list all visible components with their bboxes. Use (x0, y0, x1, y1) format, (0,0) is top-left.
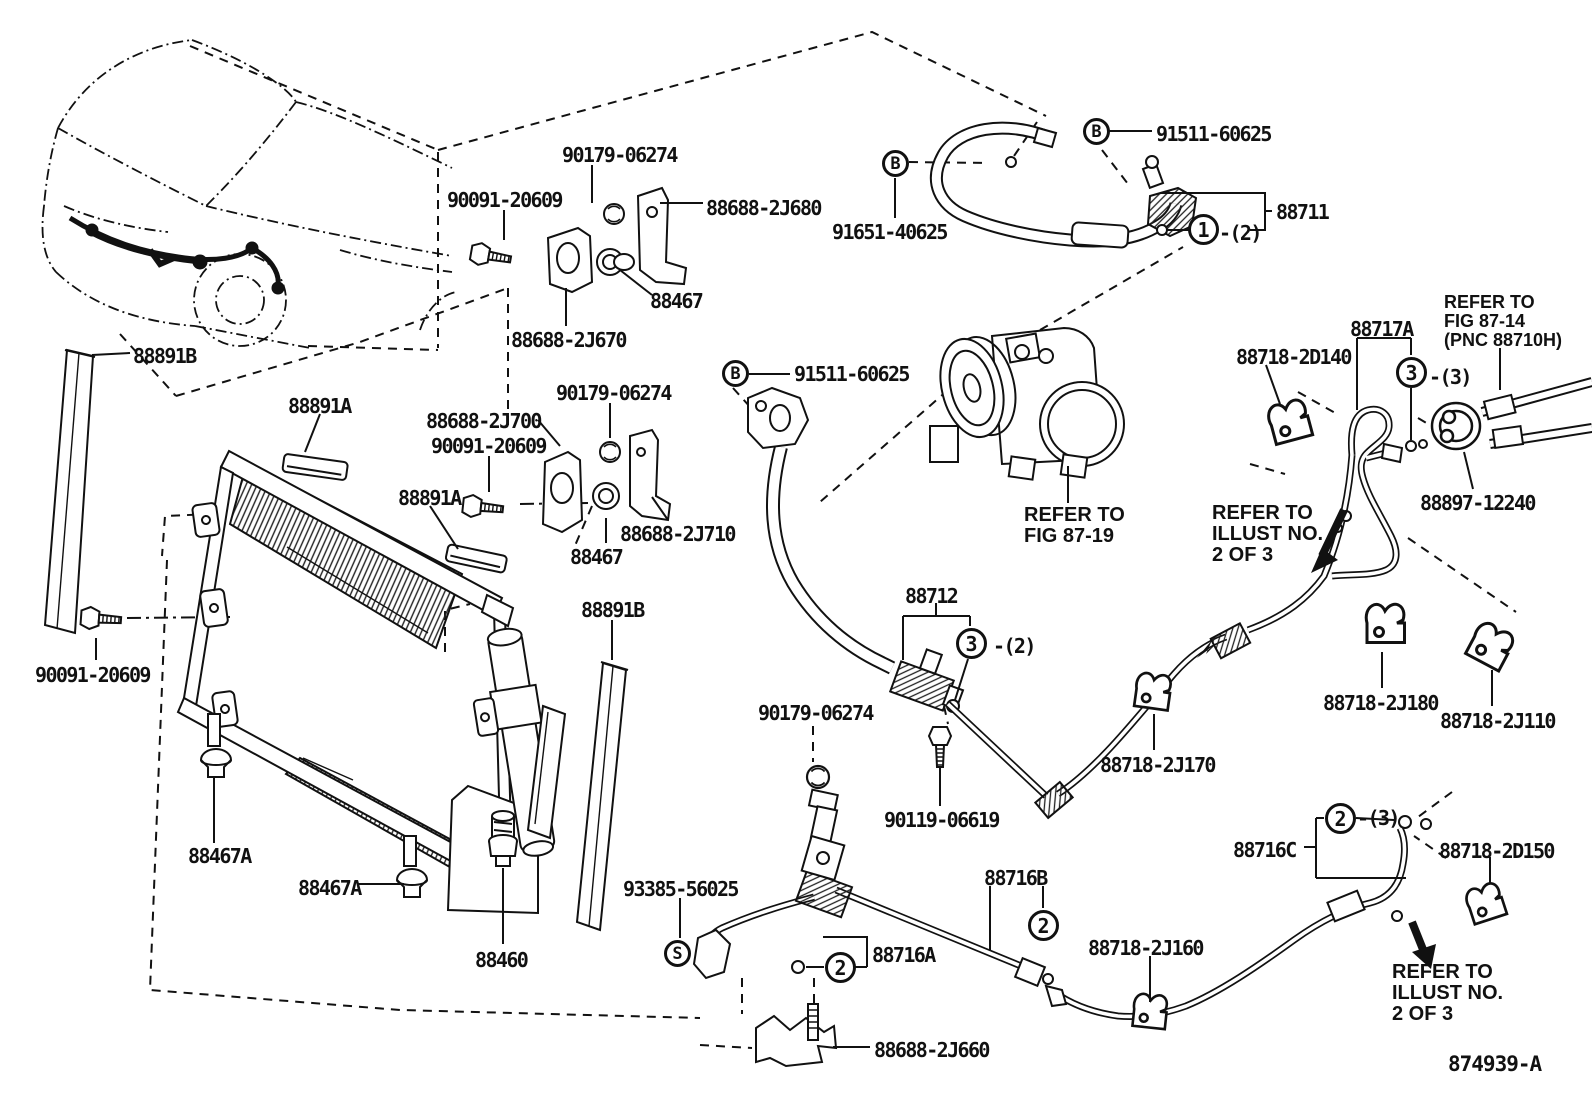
continuation-arrow-icon (1197, 640, 1216, 658)
qty-label-88716c: -(3) (1357, 806, 1400, 830)
liquid-pipes (692, 815, 1432, 1020)
part-label-88467-mid: 88467 (570, 545, 624, 569)
fastener-cluster-mid (460, 428, 672, 534)
part-label-2j710: 88688-2J710 (620, 522, 736, 546)
valve-88712 (888, 648, 965, 713)
callout-1: 1 (1188, 214, 1219, 245)
part-label-88460: 88460 (475, 948, 529, 972)
part-label-88716b: 88716B (984, 866, 1048, 890)
part-label-2j670: 88688-2J670 (511, 328, 627, 352)
part-label-90179-mid: 90179-06274 (556, 381, 672, 405)
clamp-2d140-icon (1264, 396, 1315, 447)
clamp-2j170-icon (1132, 670, 1174, 712)
part-label-88716a: 88716A (872, 943, 936, 967)
qty-label-88712: -(2) (993, 634, 1036, 658)
bolt-90119-icon (928, 726, 952, 768)
bolt-left-icon (79, 605, 123, 633)
part-label-88717a: 88717A (1350, 317, 1414, 341)
part-label-90091-top: 90091-20609 (447, 188, 563, 212)
callout-2-right: 2 (1325, 803, 1356, 834)
part-label-90091-left: 90091-20609 (35, 663, 151, 687)
part-label-2j680: 88688-2J680 (706, 196, 822, 220)
callout-b-1: B (882, 150, 909, 177)
construction-dashed-lines (119, 30, 1517, 1049)
qty-label-88711: -(2) (1219, 221, 1262, 245)
part-label-90119: 90119-06619 (884, 808, 1000, 832)
callout-2-mid: 2 (1028, 910, 1059, 941)
part-label-88891a-top: 88891A (288, 394, 352, 418)
fastener-cluster-top (468, 186, 688, 294)
refer-arrows (1311, 508, 1436, 969)
part-label-88891b-right: 88891B (581, 598, 645, 622)
discharge-hose-88711 (929, 121, 1198, 249)
note-refer-fig-87-19: REFER TO FIG 87-19 (1024, 504, 1125, 547)
leader-lines (91, 130, 1501, 1048)
charge-valve (800, 788, 846, 882)
part-label-90179-top: 90179-06274 (562, 143, 678, 167)
clamp-2d150-icon (1462, 879, 1509, 926)
callout-b-2: B (1083, 118, 1110, 145)
bolt-88460 (488, 810, 518, 867)
part-label-88467a-2: 88467A (298, 876, 362, 900)
vehicle-ac-piping (68, 215, 285, 295)
note-illust-top: REFER TO ILLUST NO. 2 OF 3 (1212, 502, 1324, 566)
callout-s: S (664, 940, 691, 967)
part-label-2j110: 88718-2J110 (1440, 709, 1556, 733)
part-label-88897: 88897-12240 (1420, 491, 1536, 515)
hvac-hoses (1480, 377, 1592, 450)
part-label-88467a-1: 88467A (188, 844, 252, 868)
seal-strip-top (281, 453, 349, 481)
part-label-88467-top: 88467 (650, 289, 704, 313)
bracket-2j660 (755, 1003, 838, 1068)
compressor (929, 326, 1125, 481)
callout-2-left: 2 (825, 952, 856, 983)
grommet-88897 (1430, 401, 1482, 451)
part-label-2d140: 88718-2D140 (1236, 345, 1352, 369)
clamp-2j110-icon (1463, 617, 1519, 673)
drawing-number: 874939-A (1448, 1052, 1542, 1076)
part-label-91511-top: 91511-60625 (1156, 122, 1272, 146)
part-label-93385: 93385-56025 (623, 877, 739, 901)
part-label-88711: 88711 (1276, 200, 1330, 224)
hose-muffler (1070, 221, 1130, 249)
condenser-fins-top (228, 460, 464, 650)
note-refer-fig-87-14: REFER TO FIG 87-14 (PNC 88710H) (1444, 292, 1563, 350)
condenser-assembly (176, 449, 567, 915)
part-label-90091-mid: 90091-20609 (431, 434, 547, 458)
part-label-91511-mid: 91511-60625 (794, 362, 910, 386)
callout-3-top: 3 (1396, 357, 1427, 388)
seal-strip-mid (444, 543, 508, 574)
part-label-88716c: 88716C (1233, 838, 1297, 862)
part-label-2j660: 88688-2J660 (874, 1038, 990, 1062)
part-label-88891a-mid: 88891A (398, 486, 462, 510)
qty-label-88717a: -(3) (1429, 365, 1472, 389)
suction-hose (747, 386, 896, 675)
note-illust-bottom: REFER TO ILLUST NO. 2 OF 3 (1392, 961, 1504, 1025)
part-label-88712: 88712 (905, 584, 959, 608)
part-label-2j170: 88718-2J170 (1100, 753, 1216, 777)
part-label-90179-bottom: 90179-06274 (758, 701, 874, 725)
vehicle-sketch (41, 39, 457, 349)
part-label-2j700: 88688-2J700 (426, 409, 542, 433)
part-label-91651: 91651-40625 (832, 220, 948, 244)
part-label-2d150: 88718-2D150 (1439, 839, 1555, 863)
part-label-88891b-left: 88891B (133, 344, 197, 368)
clamp-2j180-icon (1364, 602, 1406, 644)
tube-left-88891b (43, 348, 96, 635)
tube-right-88891b (575, 661, 629, 932)
callout-3-mid: 3 (956, 628, 987, 659)
part-label-2j160: 88718-2J160 (1088, 936, 1204, 960)
part-label-2j180: 88718-2J180 (1323, 691, 1439, 715)
callout-b-3: B (722, 360, 749, 387)
nut-bottom-icon (805, 764, 831, 790)
